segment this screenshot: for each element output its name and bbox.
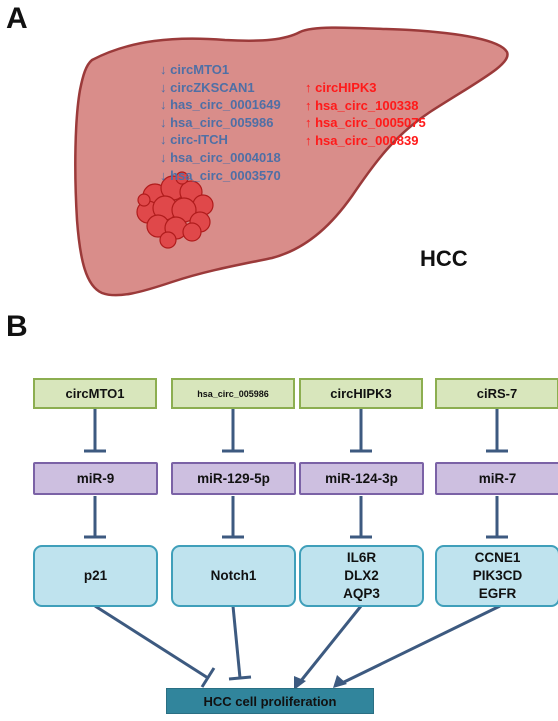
mirna-box: miR-9 xyxy=(33,462,158,495)
arrow-head xyxy=(294,676,306,690)
output-box: HCC cell proliferation xyxy=(166,688,374,714)
target-box: IL6R DLX2 AQP3 xyxy=(299,545,424,607)
target-gene: DLX2 xyxy=(344,568,379,583)
inhibit-connector xyxy=(94,604,209,680)
circrna-box: ciRS-7 xyxy=(435,378,558,409)
target-box: CCNE1 PIK3CD EGFR xyxy=(435,545,558,607)
downregulated-item: ↓ circMTO1 xyxy=(160,62,230,77)
arrow-head xyxy=(333,675,347,688)
upregulated-item: ↑ hsa_circ_000839 xyxy=(305,132,419,148)
target-gene: PIK3CD xyxy=(472,568,523,583)
activate-connector xyxy=(298,605,363,683)
upregulated-circrna-list: ↑ circHIPK3 ↑ hsa_circ_100338 ↑ hsa_circ… xyxy=(305,79,426,149)
target-gene: AQP3 xyxy=(343,586,380,601)
organ-label: HCC xyxy=(420,246,468,271)
inhibit-connector xyxy=(231,605,242,679)
downregulated-item: ↓ circZKSCAN1 xyxy=(160,79,255,95)
downregulated-item: ↓ circ-ITCH xyxy=(160,132,228,148)
panel-b-label: B xyxy=(6,310,28,343)
inhibit-bar xyxy=(200,667,216,688)
activate-connector xyxy=(339,604,501,686)
upregulated-item: ↑ circHIPK3 xyxy=(305,80,377,95)
circrna-box: circHIPK3 xyxy=(299,378,423,409)
downregulated-circrna-list: ↓ circMTO1 ↓ circZKSCAN1 ↓ has_circ_0001… xyxy=(160,61,281,184)
target-box: Notch1 xyxy=(171,545,296,607)
circrna-box: circMTO1 xyxy=(33,378,157,409)
upregulated-item: ↑ hsa_circ_0005075 xyxy=(305,115,426,131)
downregulated-item: ↓ has_circ_0001649 xyxy=(160,97,281,113)
inhibit-bar xyxy=(228,675,252,681)
liver-illustration xyxy=(74,26,509,297)
downregulated-item: ↓ hsa_circ_005986 xyxy=(160,114,274,130)
circrna-box: hsa_circ_005986 xyxy=(171,378,295,409)
target-gene: EGFR xyxy=(478,586,517,601)
target-gene: Notch1 xyxy=(210,568,257,583)
mirna-box: miR-7 xyxy=(435,462,558,495)
target-gene: CCNE1 xyxy=(474,550,521,565)
panel-a-label: A xyxy=(6,2,28,35)
mirna-box: miR-124-3p xyxy=(299,462,424,495)
upregulated-item: ↑ hsa_circ_100338 xyxy=(305,97,419,113)
downregulated-item: ↓ hsa_circ_0003570 xyxy=(160,167,281,183)
mirna-box: miR-129-5p xyxy=(171,462,296,495)
tumor-cluster xyxy=(136,171,214,249)
target-gene: p21 xyxy=(83,568,108,583)
target-box: p21 xyxy=(33,545,158,607)
target-gene: IL6R xyxy=(346,550,377,565)
downregulated-item: ↓ hsa_circ_0004018 xyxy=(160,149,281,165)
